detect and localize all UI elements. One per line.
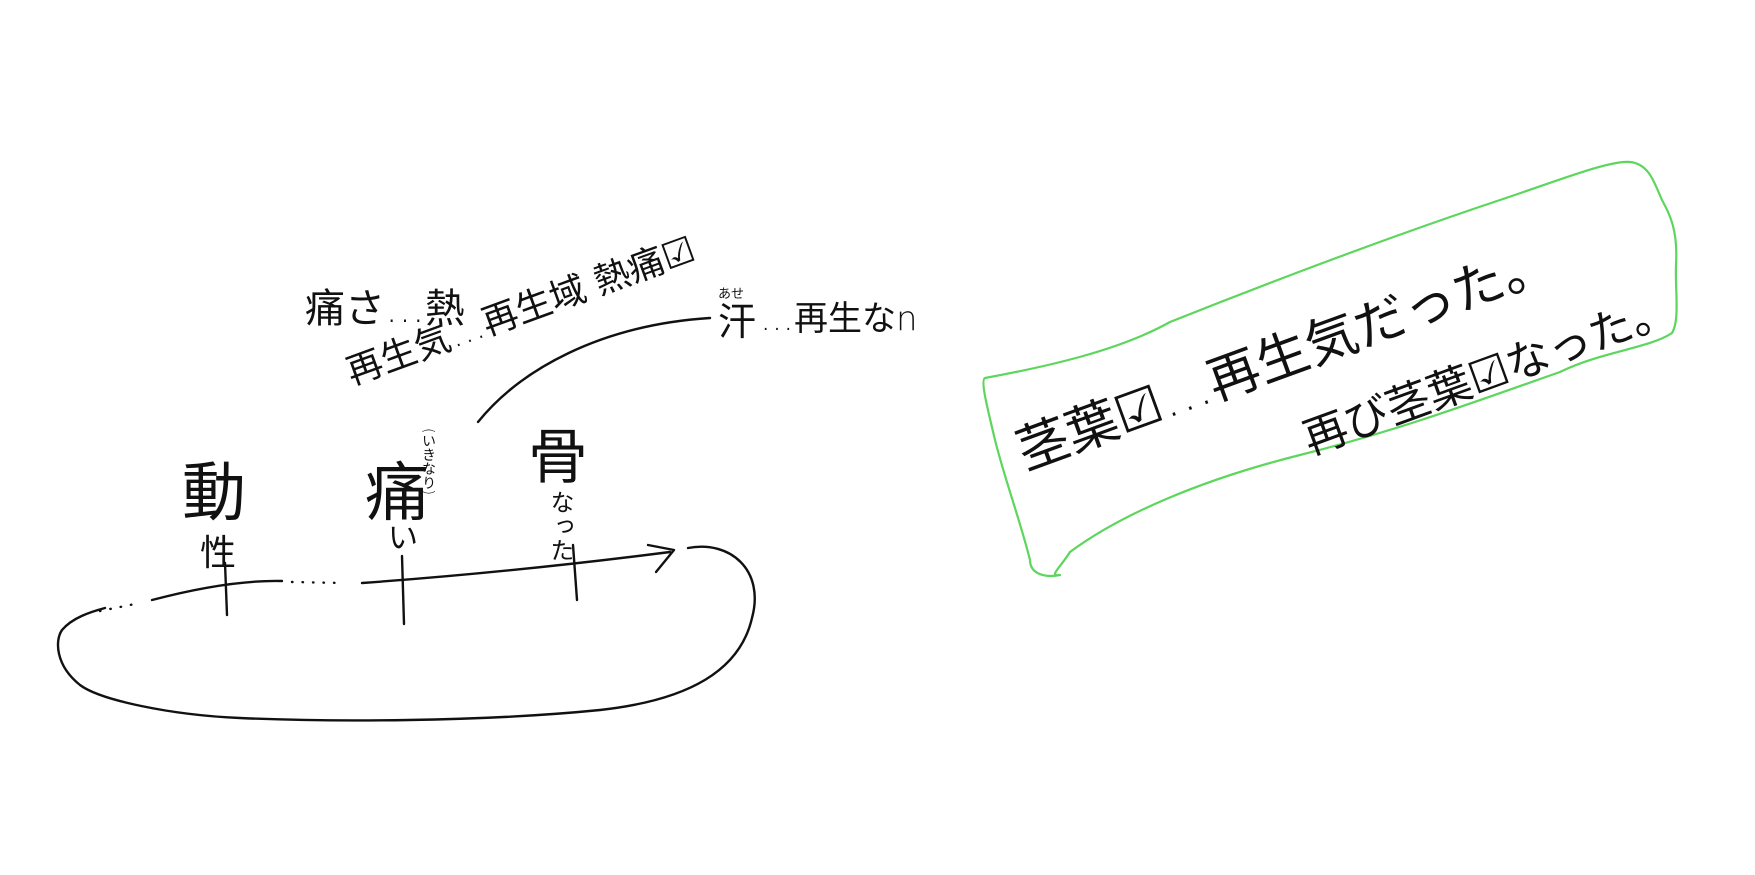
timeline-label-1-top: 動 <box>182 457 246 531</box>
timeline-tick-3 <box>571 543 579 602</box>
note-pain-heat: 痛さ…熱 <box>305 286 465 332</box>
timeline-arrow-line <box>360 550 672 585</box>
timeline-segment-1 <box>150 579 284 602</box>
timeline-dots-middle <box>290 580 344 585</box>
timeline-dots-start <box>98 601 142 613</box>
timeline-label-1-bottom: 性 <box>200 533 236 574</box>
timeline-label-2-ruby: (いきなり) <box>420 428 436 495</box>
timeline-label-3-bottom: なった <box>546 490 574 562</box>
note-sweat-kanji: 汗 <box>718 300 756 344</box>
timeline-label-2-main: 痛 <box>365 457 429 531</box>
timeline-label-2-sub: い <box>388 521 418 556</box>
timeline-tick-2 <box>400 554 406 626</box>
conclusion-box-outline <box>982 160 1678 577</box>
timeline-tick-1 <box>223 561 229 617</box>
timeline-label-3-top: 骨 <box>528 423 588 493</box>
timeline-labels: 動 性 痛 (いきなり) い 骨 なった <box>182 423 588 574</box>
timeline-loop <box>56 543 756 722</box>
notes-block: 痛さ…熱 再生気…再生域 熱痛☑ あせ 汗 …再生なn <box>305 229 918 424</box>
note-sweat-ruby: あせ <box>718 287 744 302</box>
connector-curve <box>476 316 712 424</box>
timeline-return-loop <box>56 545 756 722</box>
timeline-arrowhead <box>646 543 676 574</box>
note-sweat-regen: …再生なn <box>760 299 918 339</box>
conclusion-box: 茎葉☑…再生気だった。 再び茎葉☑なった。 <box>982 160 1682 577</box>
